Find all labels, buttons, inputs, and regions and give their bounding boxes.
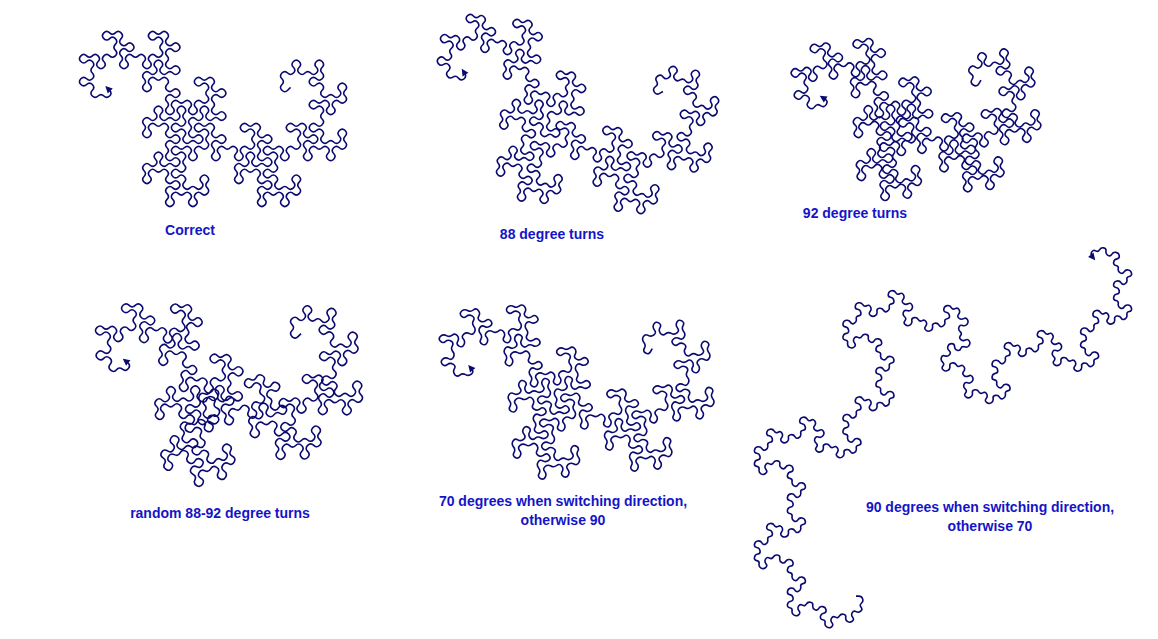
curve-caption: random 88-92 degree turns [70,504,370,523]
curve-caption: 88 degree turns [432,225,672,244]
end-arrowhead [123,359,131,366]
dragon-curve [439,305,714,479]
dragon-curve [437,14,718,213]
dragon-curve [754,248,1131,628]
end-arrowhead [820,96,828,103]
curve-caption: 90 degrees when switching direction, oth… [840,498,1140,536]
curve-caption: 70 degrees when switching direction, oth… [413,492,713,530]
dragon-curve [791,38,1041,200]
end-arrowhead [462,69,469,77]
curve-caption: 92 degree turns [735,204,975,223]
end-arrowhead [468,365,475,373]
curve-caption: Correct [90,221,290,240]
end-arrowhead [105,86,112,93]
dragon-curve [96,304,363,486]
dragon-curve [79,31,346,206]
end-arrowhead [1088,253,1095,261]
